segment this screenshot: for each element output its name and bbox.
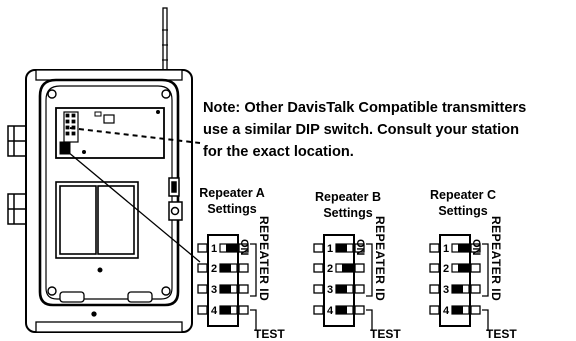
corner-screws [47,89,171,296]
pin-left [197,243,208,253]
repeater-a-title-line1: Repeater A [199,186,265,200]
side-bracket [168,177,183,221]
switch-number-2: 2 [443,263,449,275]
pin-right [470,305,481,315]
repeater-a-title: Repeater A Settings [190,185,274,217]
switch-4-toggle-off [452,306,463,314]
switch-number-3: 3 [211,284,217,296]
switch-number-4: 4 [443,305,450,317]
pin-right [354,305,365,315]
repeater-id-bracket [250,243,257,297]
pin-left [313,263,324,273]
transmitter-unit [7,7,193,333]
switch-1-toggle-off [336,244,347,252]
repeater-b-title-line2: Settings [323,206,373,220]
switch-1-toggle-on [458,244,469,252]
repeater-id-bracket [366,243,373,297]
note-line-3: for the exact location. [203,144,354,160]
switch-1-toggle-on [226,244,237,252]
pin-left [197,305,208,315]
dip-switch-c: 1 2 3 4 ON REPEATER ID TEST [429,216,517,341]
pin-right [354,284,365,294]
pin-right [238,243,249,253]
compatibility-note: Note: Other DavisTalk Compatible transmi… [203,97,575,163]
switch-number-3: 3 [443,284,449,296]
leader-line-switch [67,151,201,263]
test-leader [366,309,373,331]
pin-left [313,284,324,294]
pin-right [354,263,365,273]
switch-number-3: 3 [327,284,333,296]
test-label: TEST [486,327,517,341]
pin-right [470,263,481,273]
switch-3-toggle-off [452,285,463,293]
on-label: ON [238,239,250,256]
test-leader [250,309,257,331]
repeater-c-title-line2: Settings [438,204,488,218]
pin-left [429,243,440,253]
repeater-id-label: REPEATER ID [373,216,387,301]
switch-4-toggle-off [220,306,231,314]
pin-left [429,263,440,273]
test-label: TEST [370,327,401,341]
pin-right [238,305,249,315]
switch-number-1: 1 [443,243,449,255]
pin-right [470,243,481,253]
switch-number-4: 4 [327,305,334,317]
dip-switch-a: 1 2 3 4 ON REPEATER ID TEST [197,216,285,341]
repeater-b-title: Repeater B Settings [306,189,390,221]
on-label: ON [470,239,482,256]
test-label: TEST [254,327,285,341]
leader-line-note [69,127,201,144]
switch-4-toggle-off [336,306,347,314]
switch-2-toggle-off [220,264,231,272]
repeater-id-label: REPEATER ID [489,216,503,301]
pin-left [313,243,324,253]
note-line-1: Note: Other DavisTalk Compatible transmi… [203,100,527,116]
repeater-id-label: REPEATER ID [257,216,271,301]
test-leader [482,309,489,331]
battery-compartment [55,181,139,259]
pin-right [238,284,249,294]
pin-left [429,284,440,294]
repeater-c-title-line1: Repeater C [430,188,496,202]
note-line-2: use a similar DIP switch. Consult your s… [203,122,520,138]
repeater-id-bracket [482,243,489,297]
switch-number-1: 1 [211,243,217,255]
pin-left [313,305,324,315]
switch-number-2: 2 [211,263,217,275]
on-label: ON [354,239,366,256]
pin-left [197,284,208,294]
pin-right [470,284,481,294]
pin-right [238,263,249,273]
switch-number-1: 1 [327,243,333,255]
repeater-c-title: Repeater C Settings [421,187,505,219]
dip-switch-group: 1 2 3 4 ON REPEATER ID TEST 1 2 3 4 ON REPEATER ID TE… [197,216,517,341]
switch-2-toggle-on [342,264,353,272]
bottom-latches [59,291,153,317]
repeater-a-title-line2: Settings [207,202,257,216]
switch-3-toggle-off [336,285,347,293]
pin-left [429,305,440,315]
switch-number-2: 2 [327,263,333,275]
switch-number-4: 4 [211,305,218,317]
pin-left [197,263,208,273]
dip-switch-on-board [59,141,71,155]
pin-right [354,243,365,253]
switch-2-toggle-on [458,264,469,272]
repeater-b-title-line1: Repeater B [315,190,381,204]
dip-switch-b: 1 2 3 4 ON REPEATER ID TEST [313,216,401,341]
switch-3-toggle-off [220,285,231,293]
